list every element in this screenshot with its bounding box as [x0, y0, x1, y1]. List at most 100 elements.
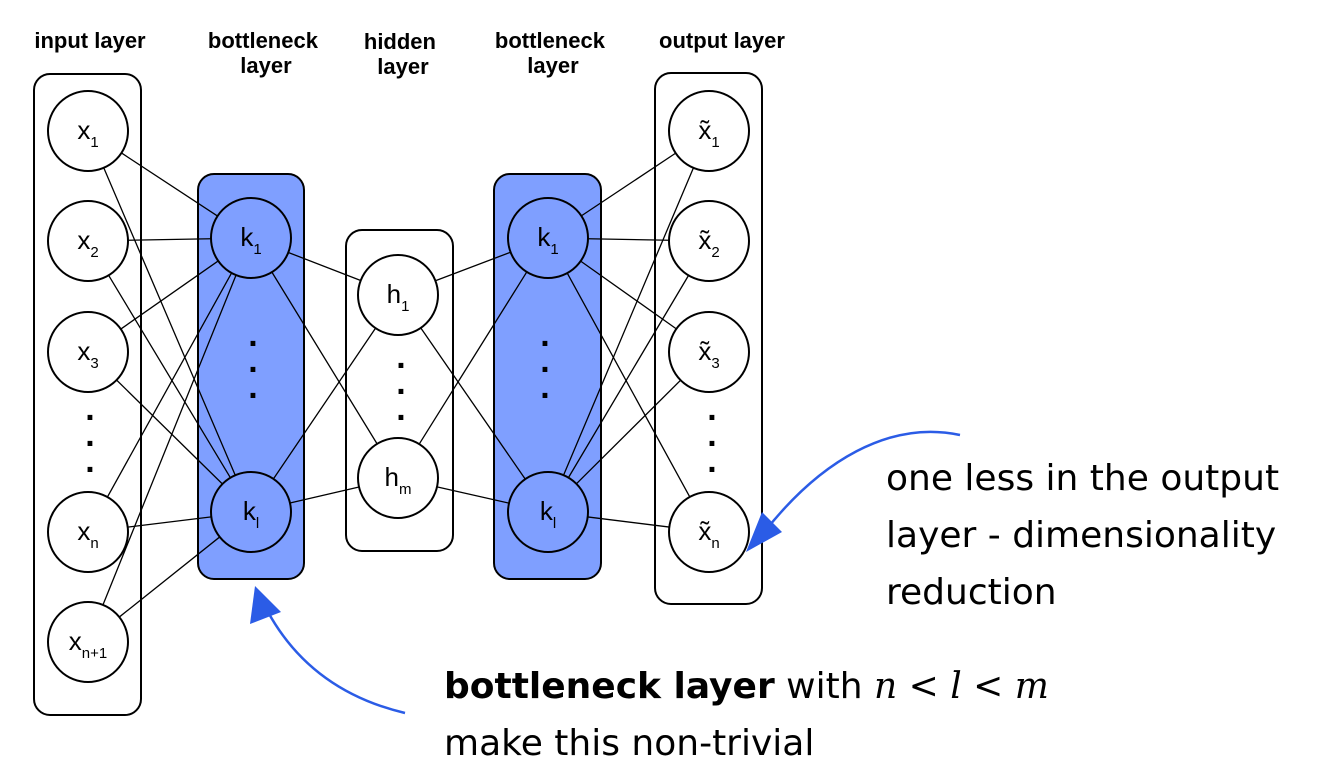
- bottleneck-note-arrow: [266, 611, 406, 715]
- hidden-node: hm: [357, 437, 439, 519]
- neuron-label: x̃2: [698, 225, 719, 261]
- output-note-line1: one less in the output: [886, 458, 1280, 499]
- input-node: xn: [47, 491, 129, 573]
- output-note-line3: reduction: [886, 572, 1057, 613]
- neuron-circle: [210, 471, 292, 553]
- output-node: x̃1: [668, 90, 750, 172]
- neuron-label: x̃n: [698, 516, 719, 552]
- bottleneck-right-box: [493, 173, 602, 580]
- neuron-label-base: x̃: [698, 225, 711, 255]
- neuron-label: kl: [243, 496, 259, 532]
- neuron-circle: [47, 311, 129, 393]
- connection-line: [116, 379, 223, 485]
- output-note-arrow: [761, 430, 961, 536]
- bottleneck-left-heading: bottleneck layer: [208, 28, 324, 78]
- neuron-label-subscript: 3: [711, 355, 719, 372]
- bottleneck-note-line1: bottleneck layer with n < l < m: [444, 658, 1049, 715]
- connection-line: [587, 516, 670, 528]
- connection-line: [289, 486, 360, 504]
- neuron-label-subscript: n: [90, 535, 98, 552]
- ellipsis-dot: .: [540, 316, 549, 354]
- neuron-circle: [47, 200, 129, 282]
- ellipsis-dot: .: [85, 390, 94, 428]
- connection-line: [127, 238, 212, 241]
- connection-line: [420, 327, 526, 480]
- connection-line: [120, 260, 219, 330]
- ellipsis-dot: .: [540, 368, 549, 406]
- neuron-label-base: x̃: [698, 115, 711, 145]
- bottleneck-right-ellipsis: . . .: [540, 316, 549, 406]
- connection-line: [580, 152, 677, 217]
- neuron-circle: [668, 200, 750, 282]
- ellipsis-dot: .: [85, 416, 94, 454]
- ellipsis-dot: .: [248, 342, 257, 380]
- neuron-label-subscript: 1: [550, 241, 558, 258]
- neuron-label: x2: [77, 225, 98, 261]
- neuron-label-base: x: [77, 115, 90, 145]
- connection-line: [121, 152, 218, 217]
- bottleneck-note-line2: make this non-trivial: [444, 723, 815, 764]
- neuron-label-subscript: 1: [253, 241, 261, 258]
- bottleneck-note-bold: bottleneck layer: [444, 666, 775, 707]
- ellipsis-dot: .: [396, 338, 405, 376]
- bottleneck-right-node: kl: [507, 471, 589, 553]
- input-node: xn+1: [47, 601, 129, 683]
- connection-line: [106, 272, 233, 498]
- connection-line: [575, 379, 682, 485]
- bottleneck-constraint-note: bottleneck layer with n < l < m make thi…: [444, 658, 1049, 772]
- input-ellipsis: . . .: [85, 390, 94, 480]
- neuron-label: k1: [537, 222, 558, 258]
- neuron-label: hm: [385, 462, 412, 498]
- connection-line: [103, 167, 236, 476]
- bottleneck-right-node: k1: [507, 197, 589, 279]
- neuron-label-subscript: 1: [90, 134, 98, 151]
- neuron-label-base: k: [243, 496, 257, 526]
- ellipsis-dot: .: [707, 390, 716, 428]
- neuron-label-subscript: 2: [711, 244, 719, 261]
- connection-line: [102, 274, 237, 606]
- output-node: x̃2: [668, 200, 750, 282]
- neuron-label-subscript: 3: [90, 355, 98, 372]
- bottleneck-left-node: k1: [210, 197, 292, 279]
- connection-line: [418, 271, 528, 445]
- neuron-label-base: k: [240, 222, 254, 252]
- connection-line: [436, 486, 510, 504]
- input-node: x3: [47, 311, 129, 393]
- bottleneck-note-arrowhead: [250, 586, 281, 624]
- connection-line: [562, 167, 695, 476]
- neuron-label-base: k: [540, 496, 554, 526]
- neuron-circle: [47, 90, 129, 172]
- connection-line: [567, 275, 690, 478]
- neuron-label-base: h: [387, 279, 401, 309]
- connection-line: [288, 251, 361, 282]
- ellipsis-dot: .: [248, 368, 257, 406]
- output-ellipsis: . . .: [707, 390, 716, 480]
- ellipsis-dot: .: [707, 442, 716, 480]
- neuron-circle: [210, 197, 292, 279]
- connection-line: [435, 251, 511, 282]
- neuron-label: xn: [77, 516, 98, 552]
- neuron-label: h1: [387, 279, 410, 315]
- bottleneck-inequality: n < l < m: [873, 666, 1049, 707]
- bottleneck-right-heading-line1: bottleneck: [495, 28, 606, 53]
- neuron-label-subscript: 2: [90, 244, 98, 261]
- neuron-label-subscript: 1: [711, 134, 719, 151]
- output-layer-heading: output layer: [659, 28, 785, 53]
- connection-line: [108, 274, 231, 479]
- hidden-layer-heading: hidden layer: [364, 29, 442, 79]
- neuron-label-subscript: l: [256, 515, 259, 532]
- hidden-heading-line2: layer: [377, 54, 429, 79]
- bottleneck-left-heading-line1: bottleneck: [208, 28, 319, 53]
- neuron-circle: [507, 471, 589, 553]
- connection-line: [587, 238, 670, 241]
- hidden-ellipsis: . . .: [396, 338, 405, 428]
- bottleneck-right-heading: bottleneck layer: [495, 28, 611, 78]
- output-reduction-note: one less in the output layer - dimension…: [886, 450, 1279, 621]
- output-node: x̃3: [668, 311, 750, 393]
- input-node: x2: [47, 200, 129, 282]
- bottleneck-note-text: with: [774, 666, 874, 707]
- connection-line: [271, 271, 378, 445]
- neuron-label-base: x: [77, 225, 90, 255]
